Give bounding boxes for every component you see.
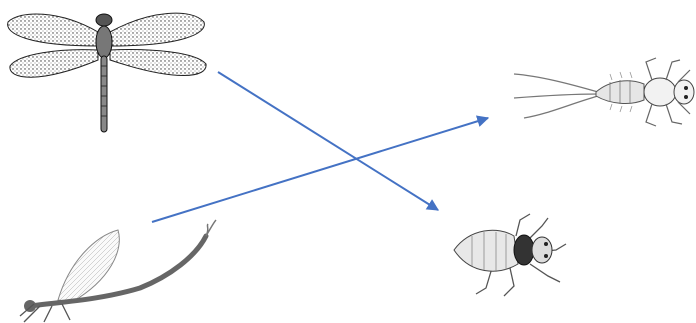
arrow-dragonfly-to-dragonfly-nymph	[218, 72, 438, 210]
dragonfly-adult-illustration	[8, 13, 206, 132]
arrow-mayfly-to-mayfly-nymph	[152, 118, 488, 222]
mayfly-nymph-illustration	[514, 58, 694, 126]
dragonfly-nymph-illustration	[454, 214, 566, 296]
mayfly-adult-illustration	[20, 220, 216, 322]
